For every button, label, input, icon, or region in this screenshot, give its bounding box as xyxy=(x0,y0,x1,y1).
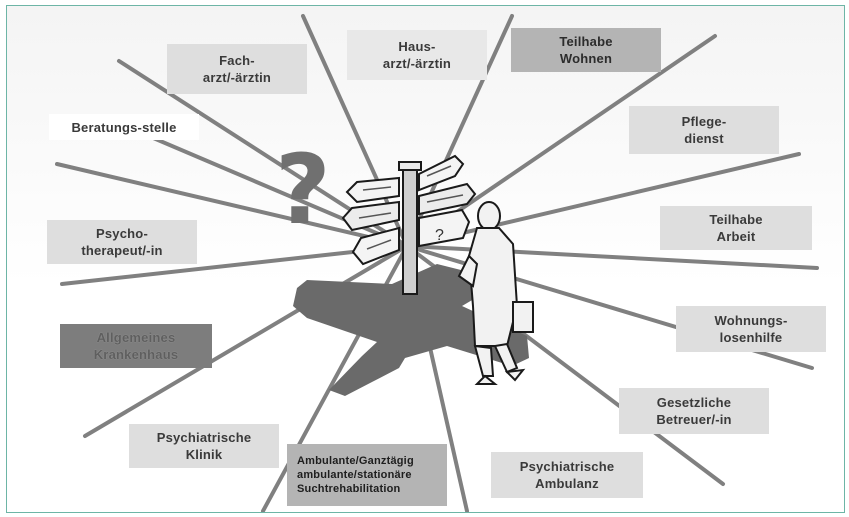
ray-krankenhaus xyxy=(60,244,409,286)
label-psychotherapeut: Psycho-therapeut/-in xyxy=(47,220,197,264)
ray-klinik xyxy=(83,244,409,438)
diagram-scene: ? xyxy=(55,14,819,512)
label-wohnungslosenhilfe: Wohnungs-losenhilfe xyxy=(676,306,826,352)
person-figure xyxy=(457,201,534,385)
signpost: ? xyxy=(341,154,477,295)
label-beratungsstelle: Beratungs-stelle xyxy=(49,114,199,140)
question-mark-symbol: ? xyxy=(275,134,331,246)
ray-pflegedienst xyxy=(405,152,801,248)
label-facharzt: Fach-arzt/-ärztin xyxy=(167,44,307,94)
signpost-shadow xyxy=(293,264,529,396)
sign-question-mark: ? xyxy=(435,227,444,244)
ray-psychotherapeut xyxy=(55,162,409,248)
diagram-frame: ? ? Fach-arzt/-ärztin Haus-arzt/-ärztin … xyxy=(6,5,845,513)
label-hausarzt: Haus-arzt/-ärztin xyxy=(347,30,487,80)
label-pflegedienst: Pflege-dienst xyxy=(629,106,779,154)
